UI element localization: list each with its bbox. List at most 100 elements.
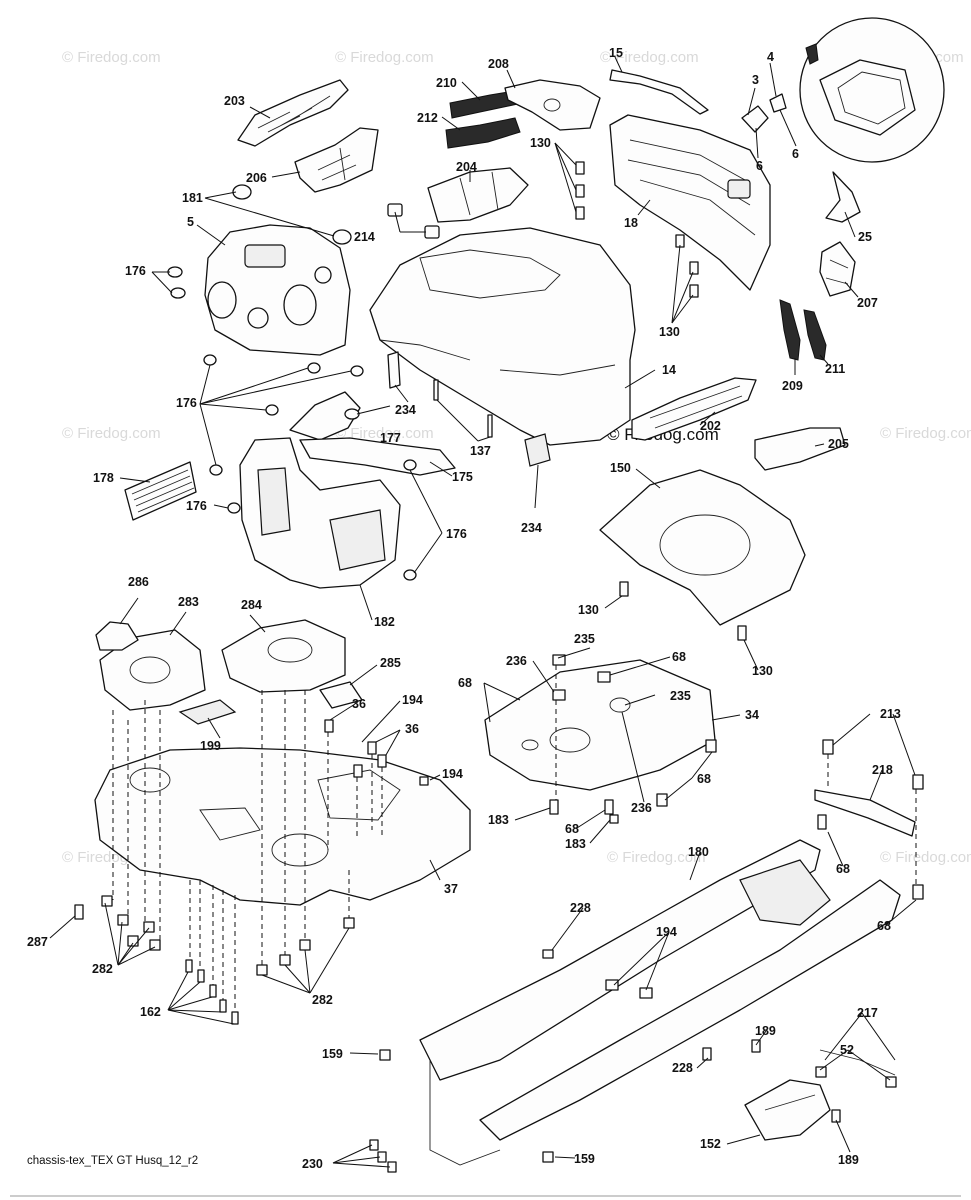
callout-228: 228 — [570, 901, 591, 915]
callout-234: 234 — [395, 403, 416, 417]
callout-36: 36 — [352, 697, 366, 711]
part-15-strip — [609, 69, 709, 115]
watermark: © Firedog.com — [607, 849, 706, 866]
callout-194: 194 — [402, 693, 423, 707]
callout-68: 68 — [565, 822, 579, 836]
part-210-212-strips — [445, 89, 521, 149]
callout-176: 176 — [186, 499, 207, 513]
watermark: © Firedog.com — [600, 49, 699, 66]
callout-150: 150 — [610, 461, 631, 475]
callout-176: 176 — [446, 527, 467, 541]
callout-176: 176 — [125, 264, 146, 278]
callout-183: 183 — [565, 837, 586, 851]
callout-4: 4 — [767, 50, 774, 64]
callout-208: 208 — [488, 57, 509, 71]
part-206-bracket — [294, 127, 379, 193]
callout-130: 130 — [752, 664, 773, 678]
callout-210: 210 — [436, 76, 457, 90]
callout-206: 206 — [246, 171, 267, 185]
part-150-shroud — [599, 469, 806, 626]
callout-3: 3 — [752, 73, 759, 87]
callout-130: 130 — [578, 603, 599, 617]
part-208-bracket — [504, 79, 601, 131]
diagram-caption: chassis-tex_TEX GT Husq_12_r2 — [27, 1155, 198, 1167]
callout-194: 194 — [442, 767, 463, 781]
callout-189: 189 — [838, 1153, 859, 1167]
callout-5: 5 — [187, 215, 194, 229]
callout-204: 204 — [456, 160, 477, 174]
callout-178: 178 — [93, 471, 114, 485]
callout-177: 177 — [380, 431, 401, 445]
part-285-199 — [178, 681, 363, 725]
callout-176: 176 — [176, 396, 197, 410]
callout-283: 283 — [178, 595, 199, 609]
part-202 — [631, 377, 757, 441]
part-5-console — [204, 224, 351, 356]
part-inset-detail — [799, 17, 945, 163]
callout-182: 182 — [374, 615, 395, 629]
watermark: © Firedog.com — [62, 425, 161, 442]
callout-282: 282 — [92, 962, 113, 976]
part-18-hood-nose — [609, 114, 771, 291]
leader-lines — [49, 56, 917, 1168]
callout-181: 181 — [182, 191, 203, 205]
callout-68: 68 — [877, 919, 891, 933]
callout-15: 15 — [609, 46, 623, 60]
part-207 — [819, 241, 856, 297]
part-283-284-286 — [95, 619, 346, 711]
callout-34: 34 — [745, 708, 759, 722]
watermark: © Firedog.com — [880, 849, 971, 866]
part-214-clips — [387, 203, 440, 239]
part-209-211 — [779, 299, 827, 361]
callout-236: 236 — [506, 654, 527, 668]
part-205 — [754, 427, 846, 471]
callout-14: 14 — [662, 363, 676, 377]
callout-214: 214 — [354, 230, 375, 244]
callout-209: 209 — [782, 379, 803, 393]
callout-199: 199 — [200, 739, 221, 753]
callout-211: 211 — [825, 362, 845, 376]
fasteners — [74, 161, 924, 1173]
callout-68: 68 — [458, 676, 472, 690]
part-34-plate — [484, 659, 716, 791]
callout-130: 130 — [659, 325, 680, 339]
part-203-grille — [237, 79, 349, 147]
callout-labels: 203 206 181 5 176 176 176 176 177 175 17… — [27, 46, 901, 1171]
callout-37: 37 — [444, 882, 458, 896]
callout-52: 52 — [840, 1043, 854, 1057]
callout-6: 6 — [756, 159, 763, 173]
part-14-hood — [369, 227, 636, 446]
watermark: © Firedog.com — [880, 425, 971, 442]
callout-18: 18 — [624, 216, 638, 230]
callout-228: 228 — [672, 1061, 693, 1075]
callout-162: 162 — [140, 1005, 161, 1019]
callout-286: 286 — [128, 575, 149, 589]
part-180-frame — [419, 839, 901, 1166]
watermark: © Firedog.com — [335, 425, 434, 442]
callout-183: 183 — [488, 813, 509, 827]
callout-25: 25 — [858, 230, 872, 244]
callout-236: 236 — [631, 801, 652, 815]
callout-36: 36 — [405, 722, 419, 736]
callout-159: 159 — [574, 1152, 595, 1166]
part-3-4-brackets — [741, 93, 787, 133]
part-25 — [825, 171, 861, 223]
callout-152: 152 — [700, 1137, 721, 1151]
callout-189: 189 — [755, 1024, 776, 1038]
callout-287: 287 — [27, 935, 48, 949]
callout-68: 68 — [697, 772, 711, 786]
watermark: © Firedog.com — [62, 49, 161, 66]
part-181-grommets — [232, 184, 352, 245]
callout-235: 235 — [670, 689, 691, 703]
callout-213: 213 — [880, 707, 901, 721]
callout-230: 230 — [302, 1157, 323, 1171]
callout-234: 234 — [521, 521, 542, 535]
callout-235: 235 — [574, 632, 595, 646]
part-178-grille-plate — [124, 461, 197, 521]
callout-180: 180 — [688, 845, 709, 859]
assembly-lines — [112, 665, 917, 1012]
part-204-panel — [427, 167, 529, 223]
callout-284: 284 — [241, 598, 262, 612]
callout-175: 175 — [452, 470, 473, 484]
